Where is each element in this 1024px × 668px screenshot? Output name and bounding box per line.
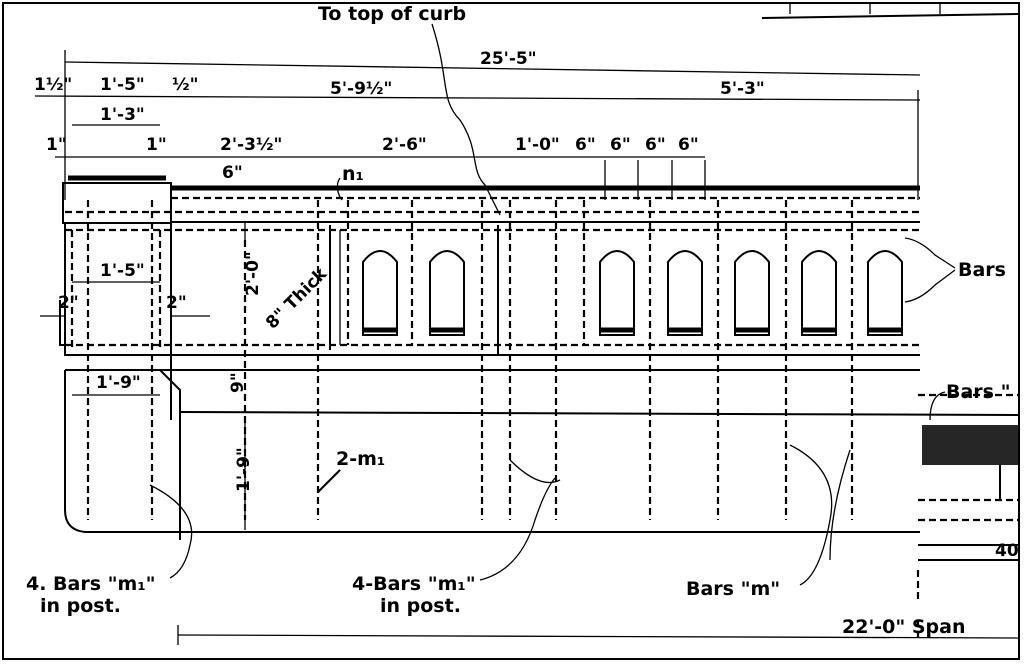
bar-2m1-arrow <box>317 469 341 493</box>
dim-9: 9" <box>228 372 248 393</box>
post-body-dashed <box>70 230 162 350</box>
thick-note: 8" Thick <box>262 264 331 333</box>
slab-dashed-lines <box>918 393 1019 522</box>
span-label: 22'-0" Span <box>842 616 966 638</box>
dim-1-3: 1'-3" <box>100 105 145 125</box>
dim-row1-d: 5'-9½" <box>330 79 392 99</box>
dim-row1-a: 1½" <box>34 75 72 95</box>
top-curb-note: To top of curb <box>318 3 466 25</box>
slab-top-line <box>179 411 1020 416</box>
post-bars-left-2: in post. <box>40 595 121 617</box>
dim-row1-line <box>34 95 921 101</box>
slab-section-hatch <box>922 425 1019 465</box>
post-bars-left-1: 4. Bars "m₁" <box>26 573 156 595</box>
post-bars-mid-2: in post. <box>380 595 461 617</box>
bar-2m1-label: 2-m₁ <box>336 448 385 470</box>
dim-row3-e: 1'-0" <box>515 135 560 155</box>
dim-row3-i: 6" <box>678 135 699 155</box>
post-body-outline <box>64 222 170 356</box>
dim-row1-e: 5'-3" <box>720 79 765 99</box>
bars-m-label: Bars "m" <box>686 578 780 600</box>
bars-m-leader-1 <box>789 444 833 586</box>
dim-1-9: 1'-9" <box>96 373 141 393</box>
dim-6: 6" <box>222 163 243 183</box>
post-cap <box>62 182 172 224</box>
dim-post-1-5: 1'-5" <box>100 261 145 281</box>
drawing-border <box>2 2 1020 660</box>
dim-row1-c: ½" <box>172 75 198 95</box>
top-curb-leader <box>431 23 501 216</box>
overall-dim-line <box>64 61 921 76</box>
vertical-bars <box>86 160 854 520</box>
dim-1-9-vert: 1'-9" <box>234 447 254 492</box>
arched-openings <box>362 250 903 336</box>
curb-outline <box>64 370 920 533</box>
dim-2-0: 2'-0" <box>243 251 263 296</box>
dim-2-left: 2" <box>58 293 79 313</box>
rail-panel-dividers <box>329 225 499 355</box>
dim-40: 40 <box>995 541 1019 561</box>
dim-2-right: 2" <box>166 293 187 313</box>
dim-row3-g: 6" <box>610 135 631 155</box>
panel-height-dim <box>244 222 341 345</box>
bar-n1-label: n₁ <box>342 163 364 185</box>
bars-right-lower: Bars " <box>946 381 1011 403</box>
dim-row3-h: 6" <box>645 135 666 155</box>
dim-row3-a: 1" <box>46 135 67 155</box>
post-bars-mid-leader-2 <box>509 459 561 484</box>
beam-lines <box>918 544 1019 561</box>
overall-dim: 25'-5" <box>480 49 537 69</box>
dim-row1-b: 1'-5" <box>100 75 145 95</box>
post-bars-mid-1: 4-Bars "m₁" <box>352 573 476 595</box>
dim-row3-b: 1" <box>146 135 167 155</box>
bars-m-leader-2 <box>829 449 851 561</box>
post-bars-mid-leader <box>479 477 556 581</box>
title-block-fragment <box>761 13 1020 19</box>
title-block-ticks <box>789 4 941 14</box>
post-base-edge <box>159 369 181 540</box>
dim-row3-f: 6" <box>575 135 596 155</box>
bars-right-upper: Bars <box>958 259 1006 281</box>
bars-right-lower-leader <box>929 391 946 421</box>
post-bars-left-leader <box>149 484 193 579</box>
dim-row3-c: 2'-3½" <box>220 135 282 155</box>
span-dim-line <box>177 634 1020 639</box>
dim-row3-d: 2'-6" <box>382 135 427 155</box>
bars-right-upper-leader <box>904 237 956 303</box>
